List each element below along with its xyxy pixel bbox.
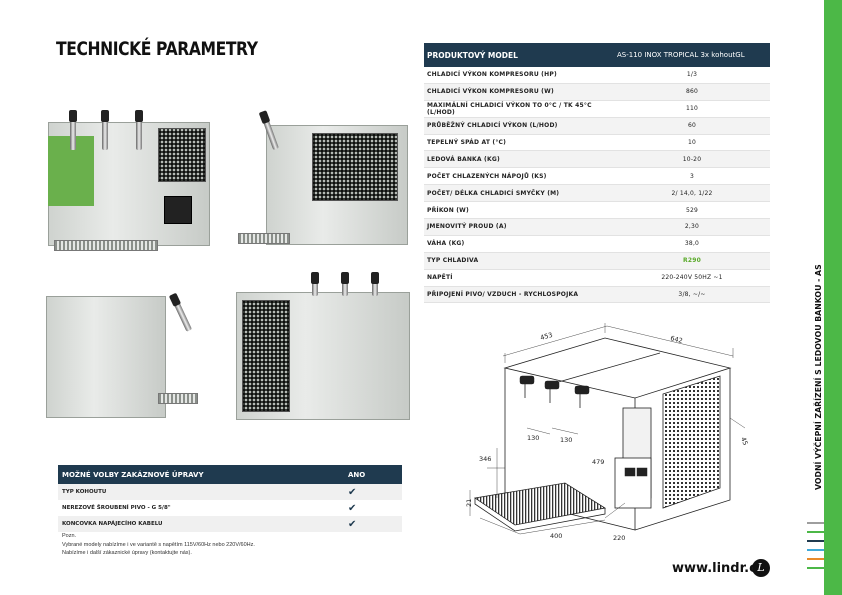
spec-row: PRŮBĚŽNÝ CHLADICÍ VÝKON (L/HOD)60 <box>424 117 770 135</box>
color-stripe <box>807 531 824 533</box>
dim-tray-width: 400 <box>550 532 562 540</box>
side-title: VODNÍ VÝČEPNÍ ZAŘÍZENÍ S LEDOVOU BANKOU … <box>800 230 823 490</box>
spec-value: 220-240V 50HZ ~1 <box>614 269 770 287</box>
spec-label: POČET CHLAZENÝCH NÁPOJŮ (KS) <box>424 167 614 186</box>
product-photo-rear-grille <box>230 272 412 422</box>
spec-value: 10-20 <box>614 150 770 169</box>
dim-tray-height: 21 <box>465 499 473 507</box>
dim-angle: 45 <box>739 436 749 447</box>
spec-header-label: PRODUKTOVÝ MODEL <box>427 50 518 60</box>
lindr-logo-icon: L <box>752 559 770 577</box>
spec-label: MAXIMÁLNÍ CHLADICÍ VÝKON TO 0°C / TK 45°… <box>424 100 614 118</box>
option-label: KONCOVKA NAPÁJECÍHO KABELU <box>62 521 163 527</box>
spec-label: PRŮBĚŽNÝ CHLADICÍ VÝKON (L/HOD) <box>424 117 614 135</box>
spec-row: POČET/ DÉLKA CHLADICÍ SMYČKY (M)2/ 14,0,… <box>424 184 770 203</box>
option-label: TYP KOHOUTU <box>62 489 107 495</box>
dim-tap-spacing-2: 130 <box>560 436 572 444</box>
dim-side: 479 <box>592 458 604 466</box>
note: Pozn. Vybrané modely nabízíme i ve varia… <box>62 532 255 558</box>
dim-width: 642 <box>670 334 684 345</box>
spec-value: 38,0 <box>614 235 770 253</box>
option-row: NEREZOVÉ ŠROUBENÍ PIVO - G 5/8" ✔ <box>58 500 402 516</box>
spec-label: VÁHA (KG) <box>424 235 614 253</box>
spec-label: POČET/ DÉLKA CHLADICÍ SMYČKY (M) <box>424 184 614 203</box>
spec-label: LEDOVÁ BANKA (KG) <box>424 150 614 169</box>
dim-tap-spacing-1: 130 <box>527 434 539 442</box>
spec-row: TEPELNÝ SPÁD AT (°C)10 <box>424 134 770 152</box>
spec-row: POČET CHLAZENÝCH NÁPOJŮ (KS)3 <box>424 167 770 186</box>
note-title: Pozn. <box>62 533 77 539</box>
spec-value: 529 <box>614 201 770 220</box>
spec-value: 1/3 <box>614 67 770 84</box>
dim-depth: 453 <box>539 331 553 342</box>
dim-height: 346 <box>479 455 491 463</box>
spec-value: 10 <box>614 134 770 152</box>
spec-row: CHLADICÍ VÝKON KOMPRESORU (W)860 <box>424 83 770 101</box>
color-stripe <box>807 558 824 560</box>
note-line-1: Vybrané modely nabízíme i ve variantě s … <box>62 541 255 548</box>
checkmark-icon: ✔ <box>348 518 357 530</box>
brand-side-bar <box>824 0 842 595</box>
page-title: TECHNICKÉ PARAMETRY <box>56 38 258 60</box>
spec-value: 3/8, ~/~ <box>614 286 770 304</box>
spec-row: VÁHA (KG)38,0 <box>424 235 770 253</box>
option-row: KONCOVKA NAPÁJECÍHO KABELU ✔ <box>58 516 402 532</box>
side-title-text: VODNÍ VÝČEPNÍ ZAŘÍZENÍ S LEDOVOU BANKOU … <box>814 264 823 490</box>
dimension-drawing: 453 642 130 130 346 479 21 400 220 45 <box>465 323 749 542</box>
spec-table: PRODUKTOVÝ MODEL AS-110 INOX TROPICAL 3x… <box>424 43 770 304</box>
spec-label: TYP CHLADIVA <box>424 252 614 270</box>
spec-value: 860 <box>614 83 770 101</box>
options-header-label: MOŽNÉ VOLBY ZAKÁZNOVÉ ÚPRAVY <box>62 470 204 479</box>
product-photo-side <box>232 105 412 255</box>
spec-row: CHLADICÍ VÝKON KOMPRESORU (HP)1/3 <box>424 67 770 84</box>
options-table: MOŽNÉ VOLBY ZAKÁZNOVÉ ÚPRAVY ANO TYP KOH… <box>58 465 402 532</box>
checkmark-icon: ✔ <box>348 486 357 498</box>
spec-header-model: AS-110 INOX TROPICAL 3x kohoutGL <box>617 51 745 59</box>
color-stripe <box>807 522 824 524</box>
color-stripe <box>807 549 824 551</box>
spec-value: R290 <box>614 252 770 270</box>
spec-label: CHLADICÍ VÝKON KOMPRESORU (W) <box>424 83 614 101</box>
options-header-yes: ANO <box>348 470 366 479</box>
website-link[interactable]: www.lindr.cz <box>672 561 765 576</box>
spec-row: PŘÍKON (W)529 <box>424 201 770 220</box>
spec-label: NAPĚTÍ <box>424 269 614 287</box>
spec-row: JMENOVITÝ PROUD (A)2,30 <box>424 218 770 236</box>
spec-value: 110 <box>614 100 770 118</box>
spec-label: JMENOVITÝ PROUD (A) <box>424 218 614 236</box>
color-stripe <box>807 567 824 569</box>
product-photo-back <box>40 288 220 423</box>
note-line-2: Nabízíme i další zákaznické úpravy (kont… <box>62 550 192 556</box>
option-label: NEREZOVÉ ŠROUBENÍ PIVO - G 5/8" <box>62 505 171 511</box>
color-stripe <box>807 540 824 542</box>
spec-value: 2/ 14,0, 1/22 <box>614 184 770 203</box>
spec-label: PŘÍKON (W) <box>424 201 614 220</box>
product-photo-front <box>40 100 220 260</box>
spec-row: MAXIMÁLNÍ CHLADICÍ VÝKON TO 0°C / TK 45°… <box>424 100 770 118</box>
spec-row: LEDOVÁ BANKA (KG)10-20 <box>424 150 770 169</box>
options-table-header: MOŽNÉ VOLBY ZAKÁZNOVÉ ÚPRAVY ANO <box>58 465 402 484</box>
spec-table-header: PRODUKTOVÝ MODEL AS-110 INOX TROPICAL 3x… <box>424 43 770 67</box>
checkmark-icon: ✔ <box>348 502 357 514</box>
spec-label: CHLADICÍ VÝKON KOMPRESORU (HP) <box>424 67 614 84</box>
spec-value: 3 <box>614 167 770 186</box>
spec-label: TEPELNÝ SPÁD AT (°C) <box>424 134 614 152</box>
spec-label: PŘIPOJENÍ PIVO/ VZDUCH - RYCHLOSPOJKA <box>424 286 614 304</box>
option-row: TYP KOHOUTU ✔ <box>58 484 402 500</box>
spec-value: 2,30 <box>614 218 770 236</box>
spec-value: 60 <box>614 117 770 135</box>
dim-tray-depth: 220 <box>613 534 625 542</box>
